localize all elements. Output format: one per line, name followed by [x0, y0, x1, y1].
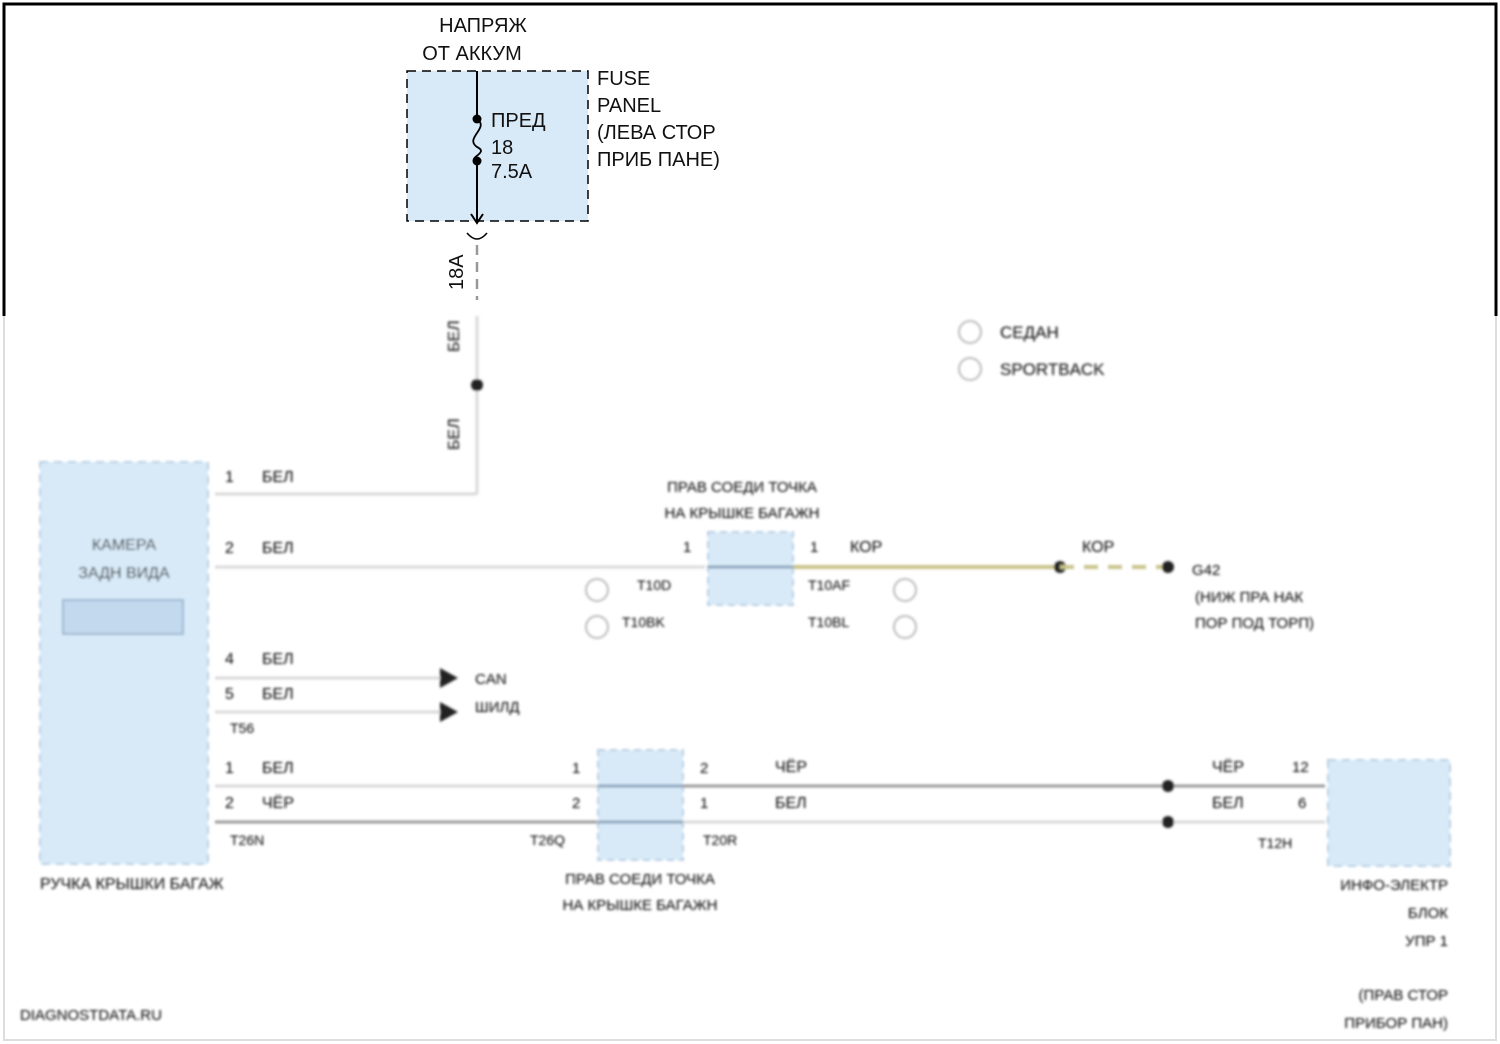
connector-top-left-icon-1	[586, 579, 608, 601]
camera-pin-4: 4	[225, 651, 234, 668]
info-splice-2	[1162, 816, 1174, 828]
info-unit-label-1: ИНФО-ЭЛЕКТР	[1340, 877, 1448, 894]
signal-can: CAN	[475, 671, 507, 688]
info-unit-label-5: ПРИБОР ПАН)	[1344, 1015, 1448, 1032]
connector-bottom-right-pin-1: 2	[700, 760, 708, 777]
camera-caption: РУЧКА КРЫШКИ БАГАЖ	[40, 876, 224, 893]
connector-bottom-label-2: НА КРЫШКЕ БАГАЖН	[562, 897, 717, 914]
fuse-panel-label-1: FUSE	[597, 68, 650, 90]
info-unit-label-2: БЛОК	[1408, 905, 1448, 922]
legend-sedan-icon	[959, 321, 981, 343]
splice-point	[471, 379, 483, 391]
info-end-color-1: ЧЁР	[1212, 758, 1244, 776]
camera-lens-block	[63, 600, 183, 634]
supply-label-2: ОТ АККУМ	[422, 43, 522, 65]
ground-label-1: (НИЖ ПРА НАК	[1195, 589, 1303, 606]
watermark: DIAGNOSTDATA.RU	[20, 1007, 162, 1024]
connector-bottom-right-pin-2: 1	[700, 795, 708, 812]
info-unit-box	[1328, 760, 1450, 866]
camera-pin-4-color: БЕЛ	[262, 651, 294, 668]
connector-top-left-id-1: T10D	[637, 577, 671, 593]
fuse-panel-label-2: PANEL	[597, 95, 661, 117]
camera-connector-mid-id: T56	[230, 720, 254, 736]
wire-color-top-1: БЕЛ	[446, 320, 463, 352]
camera-box	[40, 462, 208, 864]
info-wire-color-2: БЕЛ	[775, 795, 807, 812]
info-unit-label-3: УПР 1	[1405, 933, 1448, 950]
ground-wire-color-2: КОР	[1082, 539, 1114, 556]
camera-pin-1-color: БЕЛ	[262, 469, 294, 486]
fuse-panel-label-3: (ЛЕВА СТОР	[597, 122, 716, 144]
info-unit-label-4: (ПРАВ СТОР	[1359, 987, 1448, 1004]
legend-sportback-icon	[959, 358, 981, 380]
info-connector-id: T12H	[1258, 835, 1292, 851]
info-pin-2: 6	[1298, 795, 1306, 812]
wire-color-top-2: БЕЛ	[446, 418, 463, 450]
fuse-panel-label-4: ПРИБ ПАНЕ)	[597, 149, 720, 171]
camera-label-2: ЗАДН ВИДА	[78, 565, 170, 582]
info-wire-color-1: ЧЁР	[775, 758, 807, 776]
connector-bottom-id-right: T20R	[703, 832, 737, 848]
info-pin-1: 12	[1292, 759, 1309, 776]
ground-point	[1162, 561, 1174, 573]
connector-bottom-label-1: ПРАВ СОЕДИ ТОЧКА	[565, 871, 715, 888]
connector-top-right-pin: 1	[810, 539, 818, 556]
signal-shield: ШИЛД	[475, 699, 520, 716]
camera-pin-2: 2	[225, 540, 234, 557]
supply-label-1: НАПРЯЖ	[439, 15, 527, 37]
camera-pin-b1-color: БЕЛ	[262, 760, 294, 777]
camera-label-1: КАМЕРА	[92, 537, 157, 554]
camera-pin-1: 1	[225, 469, 234, 486]
connector-top-right-id-1: T10AF	[808, 577, 850, 593]
can-arrow	[440, 668, 458, 688]
info-splice-1	[1162, 780, 1174, 792]
connector-top-left-id-2: T10BK	[622, 614, 665, 630]
connector-bottom-left-pin-1: 1	[572, 760, 580, 777]
camera-pin-5-color: БЕЛ	[262, 686, 294, 703]
camera-pin-2-color: БЕЛ	[262, 540, 294, 557]
wire-18a-id: 18A	[446, 254, 468, 290]
connector-top-left-icon-2	[586, 616, 608, 638]
connector-bottom-left-pin-2: 2	[572, 795, 580, 812]
info-end-color-2: БЕЛ	[1212, 795, 1244, 812]
camera-pin-b1: 1	[225, 760, 234, 777]
lower-diagram: БЕЛ БЕЛ СЕДАН SPORTBACK КАМЕРА ЗАДН ВИДА…	[20, 316, 1450, 1032]
connector-top-right-id-2: T10BL	[808, 614, 849, 630]
connector-top-left-pin: 1	[683, 539, 691, 556]
connector-top-label-2: НА КРЫШКЕ БАГАЖН	[664, 505, 819, 522]
camera-connector-id: T26N	[230, 832, 264, 848]
connector-top-right-icon-1	[894, 579, 916, 601]
shield-arrow	[440, 702, 458, 722]
legend-sportback: SPORTBACK	[1000, 360, 1105, 379]
connector-bottom-box	[598, 750, 683, 860]
fuse-rating: 7.5A	[491, 161, 533, 183]
ground-id: G42	[1192, 562, 1220, 579]
camera-pin-5: 5	[225, 686, 234, 703]
fuse-name: ПРЕД	[491, 110, 546, 132]
ground-wire-color-1: КОР	[850, 539, 882, 556]
camera-pin-b2-color: ЧЁР	[262, 794, 294, 812]
camera-pin-b2: 2	[225, 795, 234, 812]
ground-label-2: ПОР ПОД ТОРП)	[1195, 615, 1314, 632]
connector-top-label-1: ПРАВ СОЕДИ ТОЧКА	[667, 479, 817, 496]
legend-sedan: СЕДАН	[1000, 323, 1059, 342]
connector-bottom-id-left: T26Q	[530, 832, 565, 848]
frame-border	[4, 4, 1496, 316]
fuse-number: 18	[491, 137, 513, 159]
fuse-connector-mark	[467, 233, 487, 239]
connector-top-right-icon-2	[894, 616, 916, 638]
